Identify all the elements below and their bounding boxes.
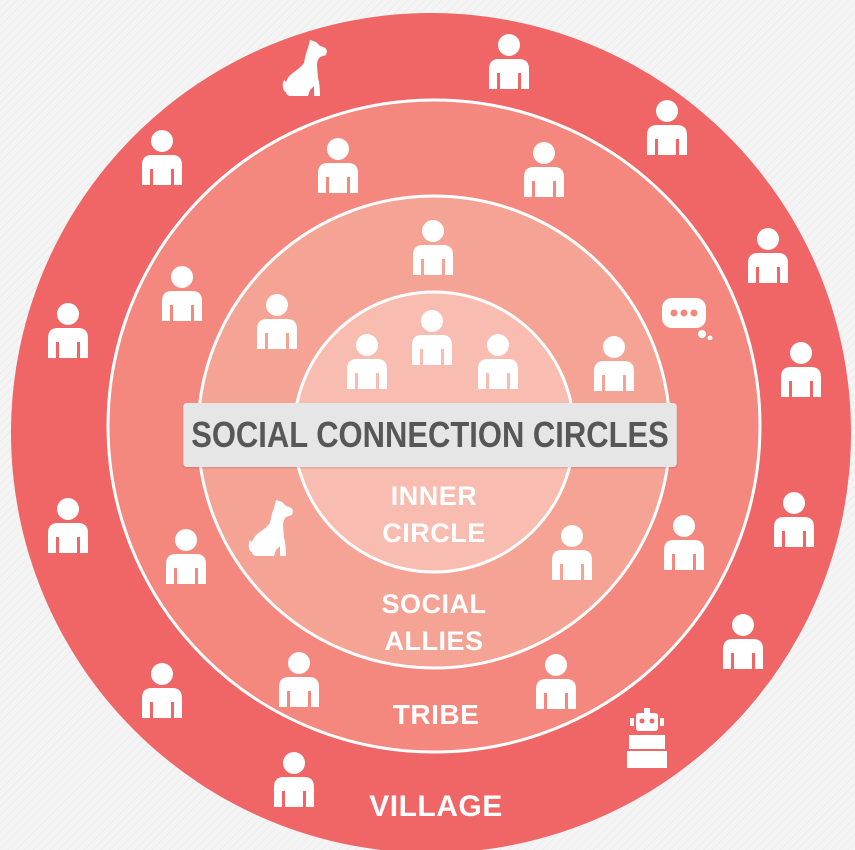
diagram-title: SOCIAL CONNECTION CIRCLES <box>183 403 677 467</box>
social-allies-label-line-2: ALLIES <box>384 626 484 656</box>
tribe-label: TRIBE <box>392 699 480 730</box>
inner-circle-label-line-1: INNER <box>390 481 478 511</box>
social-allies-label-line-1: SOCIAL <box>381 589 487 619</box>
inner-circle-label: INNER CIRCLE <box>334 478 534 552</box>
social-allies-label: SOCIAL ALLIES <box>334 586 534 660</box>
inner-circle-label-line-2: CIRCLE <box>382 518 486 548</box>
village-label: VILLAGE <box>369 790 503 823</box>
